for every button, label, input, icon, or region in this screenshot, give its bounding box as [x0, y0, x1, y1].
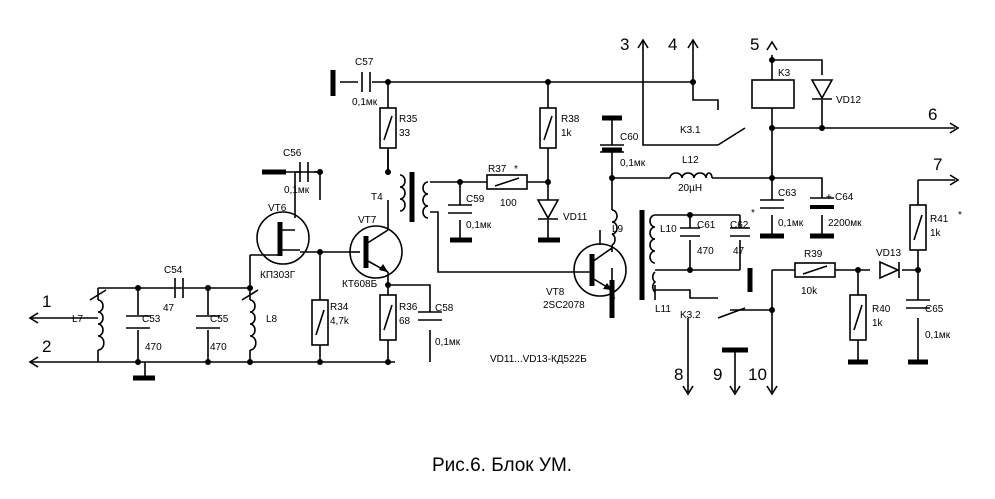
value-C58: 0,1мк — [435, 337, 461, 348]
value-C64: 2200мк — [828, 218, 862, 229]
terminal-1: 1 — [42, 292, 51, 311]
label-C62: C62 — [730, 220, 749, 231]
label-C53: C53 — [142, 314, 161, 325]
terminal-7: 7 — [933, 155, 942, 174]
label-T4: T4 — [371, 192, 383, 203]
terminal-3: 3 — [620, 35, 629, 54]
terminal-2: 2 — [42, 337, 51, 356]
label-R37: R37 — [488, 164, 507, 175]
label-R39: R39 — [804, 249, 823, 260]
type-VT8: 2SC2078 — [543, 300, 585, 311]
label-R35: R35 — [399, 114, 418, 125]
label-L9: L9 — [612, 224, 624, 235]
label-C60: C60 — [620, 132, 639, 143]
label-C57: C57 — [355, 57, 374, 68]
star-R37: * — [514, 164, 518, 175]
label-L11: L11 — [655, 304, 671, 315]
label-K3: K3 — [778, 68, 791, 79]
figure-caption: Рис.6. Блок УМ. — [432, 455, 572, 476]
terminal-5: 5 — [750, 35, 759, 54]
label-C63: C63 — [778, 188, 797, 199]
value-C62: 47 — [733, 246, 745, 257]
terminal-4: 4 — [668, 35, 677, 54]
label-R34: R34 — [330, 302, 349, 313]
wires — [42, 40, 955, 392]
label-L12: L12 — [682, 155, 699, 166]
value-R39: 10k — [801, 286, 818, 297]
label-VD11: VD11 — [563, 212, 588, 223]
type-VT7: КТ608Б — [342, 279, 378, 290]
label-R41: R41 — [930, 214, 949, 225]
label-L8: L8 — [266, 314, 278, 325]
value-L12: 20µH — [678, 183, 702, 194]
terminal-9: 9 — [713, 365, 722, 384]
type-VT6: КП303Г — [260, 270, 296, 281]
terminal-10: 10 — [748, 365, 767, 384]
terminal-6: 6 — [928, 105, 937, 124]
label-L7: L7 — [72, 314, 84, 325]
label-R38: R38 — [561, 114, 580, 125]
label-R40: R40 — [872, 304, 891, 315]
label-VD13: VD13 — [876, 248, 901, 259]
label-R36: R36 — [399, 302, 418, 313]
label-K3-2: K3.2 — [680, 310, 701, 321]
labels: 1 2 3 4 5 6 7 8 9 10 L7 L8 C53 470 C54 4… — [42, 35, 962, 476]
value-R36: 68 — [399, 316, 411, 327]
label-C59: C59 — [466, 194, 485, 205]
label-VT6: VT6 — [268, 203, 287, 214]
label-C54: C54 — [164, 265, 183, 276]
value-R38: 1k — [561, 128, 573, 139]
label-C55: C55 — [210, 314, 229, 325]
value-C56: 0,1мк — [284, 185, 310, 196]
value-C60: 0,1мк — [620, 158, 646, 169]
star-R41: * — [958, 210, 962, 221]
value-C55: 470 — [210, 342, 227, 353]
junction-dots — [135, 57, 921, 365]
star-C62: * — [751, 208, 755, 219]
label-L10: L10 — [660, 224, 677, 235]
label-C64: C64 — [835, 192, 854, 203]
label-C65: C65 — [925, 304, 944, 315]
label-C61: C61 — [697, 220, 716, 231]
value-C59: 0,1мк — [466, 220, 492, 231]
value-C63: 0,1мк — [778, 218, 804, 229]
value-C57: 0,1мк — [352, 97, 378, 108]
plus-C64: + — [826, 192, 832, 203]
value-C61: 470 — [697, 246, 714, 257]
label-C58: C58 — [435, 303, 454, 314]
value-R37: 100 — [500, 198, 517, 209]
value-C53: 470 — [145, 342, 162, 353]
value-R35: 33 — [399, 128, 411, 139]
component-bodies — [28, 38, 960, 396]
value-C65: 0,1мк — [925, 330, 951, 341]
value-R34: 4,7k — [330, 316, 350, 327]
value-R41: 1k — [930, 228, 942, 239]
label-K3-1: K3.1 — [680, 125, 701, 136]
terminal-8: 8 — [674, 365, 683, 384]
label-VT7: VT7 — [358, 215, 377, 226]
value-R40: 1k — [872, 318, 884, 329]
value-C54: 47 — [163, 303, 175, 314]
diode-note: VD11...VD13-КД522Б — [490, 354, 587, 365]
label-VT8: VT8 — [546, 287, 565, 298]
label-VD12: VD12 — [836, 95, 861, 106]
label-C56: C56 — [283, 148, 302, 159]
